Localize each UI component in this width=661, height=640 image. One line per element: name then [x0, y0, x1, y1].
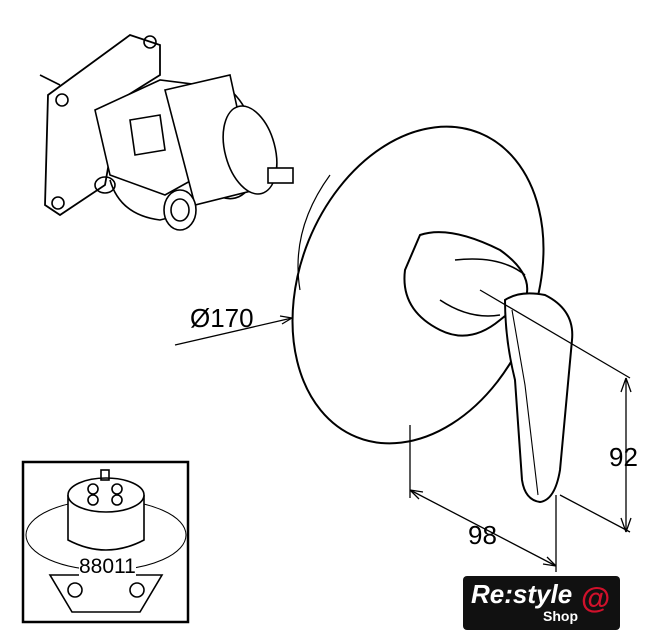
logo-main-text: Re:style	[471, 579, 573, 609]
depth-dimension-label: 98	[468, 520, 497, 550]
concealed-valve-drawing	[39, 33, 294, 231]
lever-handle	[503, 292, 574, 504]
cart-at-icon: @	[581, 582, 611, 615]
part-number-label: 88011	[79, 555, 136, 579]
dimension-lines	[174, 289, 632, 572]
restyle-shop-logo: Re:style @ Shop	[463, 576, 620, 630]
diameter-dimension-label: Ø170	[190, 303, 254, 333]
inset-thermostatic-cartridge	[21, 460, 190, 624]
height-dimension-label: 92	[609, 442, 638, 472]
logo-sub-text: Shop	[543, 608, 578, 624]
